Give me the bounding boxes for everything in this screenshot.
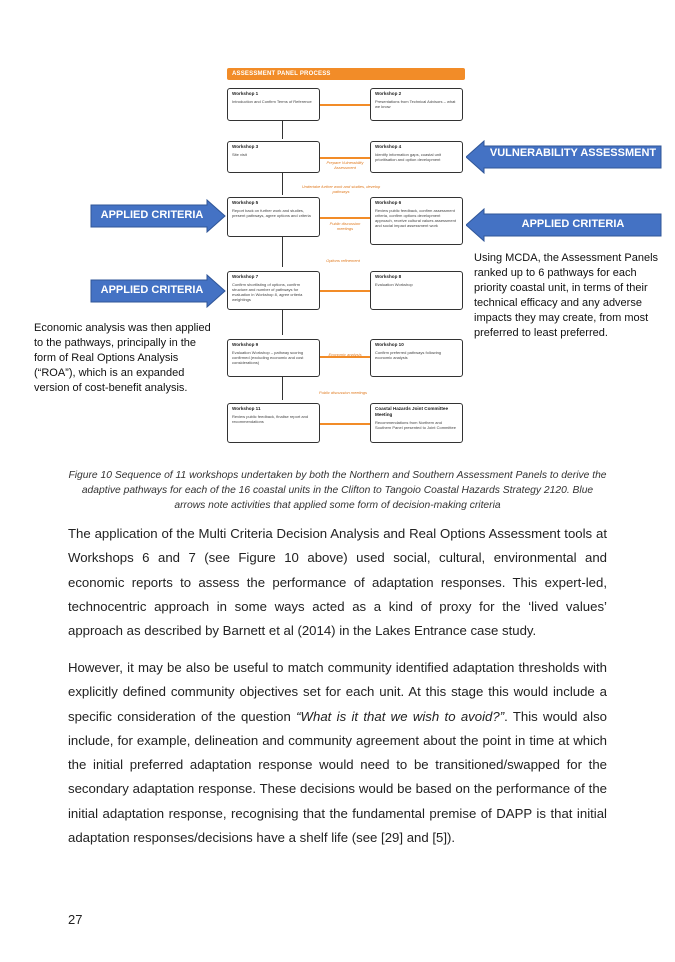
workshop-desc: Site visit: [232, 152, 247, 157]
workshop-desc: Review public feedback, finalise report …: [232, 414, 309, 424]
public-discussion-label-1: Public discussion meetings: [329, 221, 361, 231]
workshop-desc: Confirm shortlisting of options, confirm…: [232, 282, 303, 302]
workshop-2-box: Workshop 2 Presentations from Technical …: [370, 88, 463, 121]
workshop-1-box: Workshop 1 Introduction and Confirm Term…: [227, 88, 320, 121]
link-7-8: [320, 290, 370, 292]
workshop-title: Workshop 2: [375, 91, 402, 96]
connector-5-7: [282, 237, 284, 267]
public-discussion-label-2: Public discussion meetings: [318, 390, 368, 395]
workshop-title: Workshop 3: [232, 144, 259, 149]
workshop-5-box: Workshop 5 Report back on further work a…: [227, 197, 320, 237]
question-quote: “What is it that we wish to avoid?”: [296, 708, 505, 724]
link-3-4: [320, 157, 370, 159]
workshop-title: Workshop 6: [375, 200, 402, 205]
prepare-vulnerability-label: Prepare Vulnerability Assessment: [326, 160, 364, 170]
figure-caption: Figure 10 Sequence of 11 workshops under…: [68, 470, 607, 511]
undertake-further-label: Undertake further work and studies, deve…: [301, 184, 381, 194]
options-refinement-label: Options refinement: [326, 258, 360, 263]
applied-criteria-arrow-left-2: [90, 274, 226, 308]
workshop-desc: Identify information gaps, coastal unit …: [375, 152, 442, 162]
link-11-committee: [320, 423, 370, 425]
applied-criteria-arrow-right: [466, 208, 662, 242]
link-9-10: [320, 356, 370, 358]
workshop-desc: Evaluation Workshop – pathway scoring co…: [232, 350, 304, 365]
workshop-desc: Recommendations from Northern and Southe…: [375, 420, 456, 430]
workshop-3-box: Workshop 3 Site visit: [227, 141, 320, 173]
workshop-desc: Review public feedback, confirm assessme…: [375, 208, 456, 228]
workshop-desc: Introduction and Confirm Terms of Refere…: [232, 99, 312, 104]
applied-criteria-right-label: APPLIED CRITERIA: [521, 218, 625, 230]
workshop-10-box: Workshop 10 Confirm preferred pathways f…: [370, 339, 463, 377]
workshop-desc: Presentations from Technical Advisors – …: [375, 99, 456, 109]
connector-7-9: [282, 310, 284, 335]
workshop-6-box: Workshop 6 Review public feedback, confi…: [370, 197, 463, 245]
workshop-title: Workshop 4: [375, 144, 402, 149]
link-1-2: [320, 104, 370, 106]
workshop-title: Workshop 10: [375, 342, 404, 347]
connector-1-3: [282, 121, 284, 139]
workshop-title: Workshop 1: [232, 91, 259, 96]
workshop-9-box: Workshop 9 Evaluation Workshop – pathway…: [227, 339, 320, 377]
workshop-4-box: Workshop 4 Identify information gaps, co…: [370, 141, 463, 173]
workshop-7-box: Workshop 7 Confirm shortlisting of optio…: [227, 271, 320, 310]
workshop-title: Workshop 9: [232, 342, 259, 347]
paragraph-1: The application of the Multi Criteria De…: [68, 526, 607, 639]
paragraph-2-part-a: However, it may be also be useful to mat…: [68, 660, 607, 724]
vulnerability-arrow: [466, 140, 662, 174]
workshop-title: Workshop 8: [375, 274, 402, 279]
page-number: 27: [68, 912, 83, 927]
paragraph-2-part-b: . This would also include, for example, …: [68, 708, 608, 846]
workshop-8-box: Workshop 8 Evaluation Workshop: [370, 271, 463, 310]
mcda-annotation: Using MCDA, the Assessment Panels ranked…: [474, 252, 659, 339]
applied-criteria-left-2-label: APPLIED CRITERIA: [100, 284, 204, 296]
applied-criteria-left-1-label: APPLIED CRITERIA: [100, 209, 204, 221]
vulnerability-arrow-label: VULNERABILITY ASSESSMENT: [489, 147, 657, 159]
workshop-title: Workshop 7: [232, 274, 259, 279]
assessment-panel-header: ASSESSMENT PANEL PROCESS: [227, 68, 465, 80]
workshop-title: Coastal Hazards Joint Committee Meeting: [375, 406, 449, 417]
workshop-11-box: Workshop 11 Review public feedback, fina…: [227, 403, 320, 443]
link-5-6: [320, 217, 370, 219]
connector-9-11: [282, 377, 284, 400]
workshop-desc: Confirm preferred pathways following eco…: [375, 350, 442, 360]
workshop-desc: Report back on further work and studies,…: [232, 208, 311, 218]
workshop-desc: Evaluation Workshop: [375, 282, 413, 287]
joint-committee-box: Coastal Hazards Joint Committee Meeting …: [370, 403, 463, 443]
economic-annotation: Economic analysis was then applied to th…: [34, 322, 211, 394]
connector-3-5: [282, 173, 284, 195]
economic-analysis-label: Economic analysis: [328, 352, 362, 357]
workshop-title: Workshop 11: [232, 406, 261, 411]
workshop-title: Workshop 5: [232, 200, 259, 205]
applied-criteria-arrow-left-1: [90, 199, 226, 233]
paragraph-2: However, it may be also be useful to mat…: [68, 656, 607, 850]
